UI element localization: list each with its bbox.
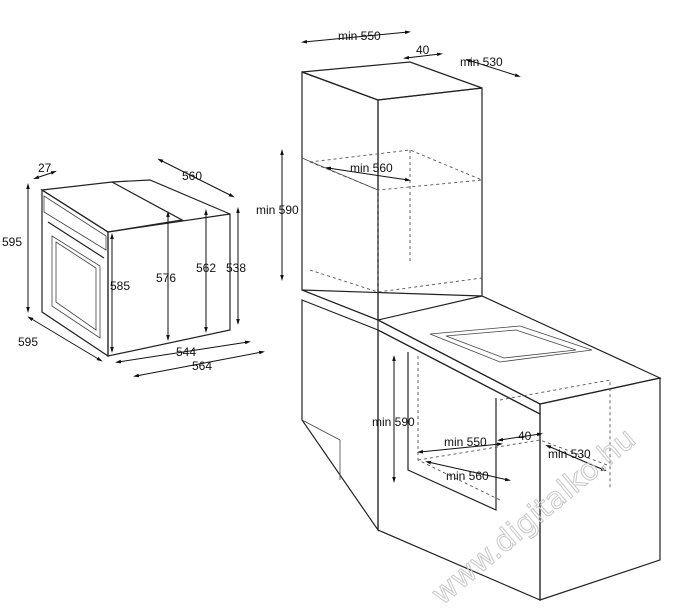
oven-drawing: [40, 179, 231, 358]
oven-height-left-label: 595: [2, 235, 22, 249]
tall-cabinet-dimension-lines: [280, 30, 521, 281]
tall-gap-label: 40: [416, 43, 430, 57]
tall-cabinet-drawing: [301, 61, 483, 321]
base-width-label: min 550: [444, 435, 487, 449]
oven-dimension-lines: [26, 158, 265, 378]
oven-height-inner-label: 585: [110, 279, 130, 293]
oven-width-564-label: 564: [192, 359, 212, 373]
tall-niche-height-label: min 590: [256, 203, 299, 217]
tall-top-width-label: min 550: [338, 29, 381, 43]
oven-width-front-label: 595: [18, 335, 38, 349]
oven-height-576-label: 576: [156, 271, 176, 285]
base-cabinet-dimension-lines: [392, 355, 607, 483]
tall-depth-label: min 530: [460, 55, 503, 69]
tall-niche-depth-label: min 560: [350, 161, 393, 175]
oven-height-562-label: 562: [196, 261, 216, 275]
base-gap-label: 40: [518, 429, 532, 443]
base-niche-depth-label: min 560: [446, 469, 489, 483]
oven-depth-total-label: 560: [182, 169, 202, 183]
watermark-text: www.digitalko.hu: [425, 421, 643, 612]
base-cabinet-drawing: [301, 289, 662, 601]
base-niche-height-label: min 590: [372, 415, 415, 429]
oven-height-538-label: 538: [226, 261, 246, 275]
oven-width-544-label: 544: [176, 345, 196, 359]
oven-depth-front-label: 27: [38, 161, 52, 175]
base-depth-label: min 530: [548, 447, 591, 461]
